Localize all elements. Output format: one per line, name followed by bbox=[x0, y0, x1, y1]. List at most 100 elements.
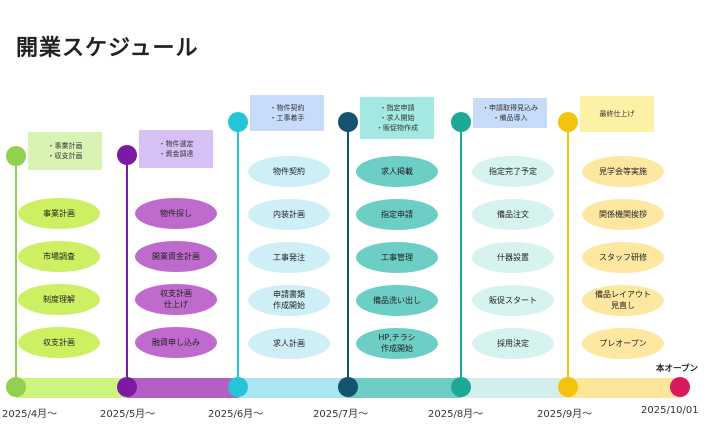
phase-note: ・事業計画・収支計画 bbox=[28, 132, 102, 170]
phase-marker-top bbox=[338, 112, 358, 132]
phase-marker-top bbox=[6, 146, 26, 166]
task-item: 市場調査 bbox=[18, 240, 100, 272]
task-item: 備品レイアウト見直し bbox=[582, 284, 664, 316]
task-item: HP,チラシ作成開始 bbox=[356, 327, 438, 359]
phase-guide-line bbox=[460, 122, 462, 387]
task-item-text: 作成開始 bbox=[381, 344, 413, 353]
task-item: 備品注文 bbox=[472, 198, 554, 230]
phase-marker-top bbox=[451, 112, 471, 132]
task-item-text: 申請書類 bbox=[273, 290, 305, 299]
task-item: 指定完了予定 bbox=[472, 155, 554, 187]
task-item-text: 仕上げ bbox=[164, 300, 188, 309]
phase-guide-line bbox=[126, 155, 128, 387]
phase-guide-line bbox=[347, 122, 349, 387]
task-item-text: 開業資金計画 bbox=[152, 251, 200, 261]
phase-guide-line bbox=[237, 122, 239, 387]
timeline-segment bbox=[16, 378, 127, 398]
phase-marker-top bbox=[228, 112, 248, 132]
task-item: 内装計画 bbox=[248, 198, 330, 230]
task-item: 販促スタート bbox=[472, 284, 554, 316]
task-item-text: 物件契約 bbox=[273, 166, 305, 176]
task-item-text: 事業計画 bbox=[43, 208, 75, 218]
phase-note-line: ・資金調達 bbox=[158, 150, 194, 158]
timeline-segment bbox=[461, 378, 568, 398]
opening-marker bbox=[670, 377, 690, 397]
phase-date-label: 2025/8月～ bbox=[428, 409, 484, 420]
phase-note-line: ・備品導入 bbox=[492, 114, 528, 122]
phase-note-line: ・求人開始 bbox=[379, 114, 415, 122]
task-item-text: 工事管理 bbox=[381, 252, 413, 262]
task-item: 求人掲載 bbox=[356, 155, 438, 187]
phase-date-label: 2025/6月～ bbox=[208, 409, 264, 420]
task-item-text: 内装計画 bbox=[273, 209, 305, 219]
phase-note-line: ・指定申請 bbox=[379, 104, 415, 112]
phase-date-label: 2025/9月～ bbox=[537, 409, 593, 420]
opening-label: 本オープン bbox=[656, 364, 698, 374]
phase-note-line: ・物件選定 bbox=[158, 140, 194, 148]
task-item: 開業資金計画 bbox=[135, 240, 217, 272]
phase-note: ・物件契約・工事着手 bbox=[250, 95, 324, 131]
task-item-text: 見直し bbox=[611, 301, 635, 310]
task-item-text: スタッフ研修 bbox=[599, 252, 647, 262]
timeline-segment bbox=[238, 378, 348, 398]
task-item-text: プレオープン bbox=[599, 338, 647, 348]
phase-note: ・指定申請・求人開始・販促物作成 bbox=[360, 97, 434, 139]
phase-marker-bottom bbox=[451, 377, 471, 397]
phase-date-label: 2025/5月～ bbox=[100, 409, 156, 420]
phase-marker-bottom bbox=[6, 377, 26, 397]
task-item-text: 什器設置 bbox=[497, 252, 529, 262]
task-item-text: 関係機関挨拶 bbox=[599, 209, 647, 219]
timeline-segment bbox=[348, 378, 461, 398]
task-item: 関係機関挨拶 bbox=[582, 198, 664, 230]
task-item: 事業計画 bbox=[18, 197, 100, 229]
phase-note: 最終仕上げ bbox=[580, 96, 654, 132]
phase-note-line: 最終仕上げ bbox=[599, 110, 635, 118]
phase-note-line: ・物件契約 bbox=[269, 104, 305, 112]
phase-marker-top bbox=[117, 145, 137, 165]
task-item: 物件探し bbox=[135, 197, 217, 229]
task-item: 什器設置 bbox=[472, 241, 554, 273]
task-item-text: 備品注文 bbox=[497, 209, 529, 219]
phase-date-label: 2025/7月～ bbox=[313, 409, 369, 420]
task-item-text: 指定申請 bbox=[381, 209, 413, 219]
task-item: 備品洗い出し bbox=[356, 284, 438, 316]
task-item-text: 物件探し bbox=[160, 208, 192, 218]
task-item-text: 求人掲載 bbox=[381, 166, 413, 176]
task-item-text: 収支計画 bbox=[43, 337, 75, 347]
phase-marker-bottom bbox=[558, 377, 578, 397]
phase-note: ・申請取得見込み・備品導入 bbox=[473, 98, 547, 128]
task-item: 融資申し込み bbox=[135, 326, 217, 358]
task-item: 指定申請 bbox=[356, 198, 438, 230]
phase-note-line: ・収支計画 bbox=[47, 152, 83, 160]
task-item: 申請書類作成開始 bbox=[248, 284, 330, 316]
task-item: 求人計画 bbox=[248, 327, 330, 359]
task-item-text: 指定完了予定 bbox=[489, 166, 537, 176]
task-item: 物件契約 bbox=[248, 155, 330, 187]
task-item: 制度理解 bbox=[18, 283, 100, 315]
task-item-text: 備品洗い出し bbox=[373, 295, 421, 305]
task-item: 採用決定 bbox=[472, 327, 554, 359]
task-item-text: 制度理解 bbox=[43, 294, 75, 304]
phase-date-label: 2025/4月～ bbox=[2, 409, 58, 420]
phase-note: ・物件選定・資金調達 bbox=[139, 130, 213, 168]
task-item: 見学会等実施 bbox=[582, 155, 664, 187]
task-item-text: 作成開始 bbox=[273, 301, 305, 310]
task-item-text: 見学会等実施 bbox=[599, 166, 647, 176]
phase-marker-bottom bbox=[338, 377, 358, 397]
task-item: スタッフ研修 bbox=[582, 241, 664, 273]
timeline-segment bbox=[127, 378, 238, 398]
task-item: 収支計画 bbox=[18, 326, 100, 358]
phase-guide-line bbox=[567, 122, 569, 387]
phase-note-line: ・事業計画 bbox=[47, 142, 83, 150]
task-item-text: 融資申し込み bbox=[152, 337, 200, 347]
opening-date-label: 2025/10/01 bbox=[641, 405, 699, 416]
phase-note-line: ・申請取得見込み bbox=[482, 104, 538, 112]
task-item-text: 求人計画 bbox=[273, 338, 305, 348]
task-item: 工事発注 bbox=[248, 241, 330, 273]
task-item: プレオープン bbox=[582, 327, 664, 359]
task-item: 収支計画仕上げ bbox=[135, 283, 217, 315]
phase-marker-top bbox=[558, 112, 578, 132]
timeline-segment bbox=[568, 378, 680, 398]
phase-guide-line bbox=[15, 156, 17, 387]
phase-marker-bottom bbox=[228, 377, 248, 397]
